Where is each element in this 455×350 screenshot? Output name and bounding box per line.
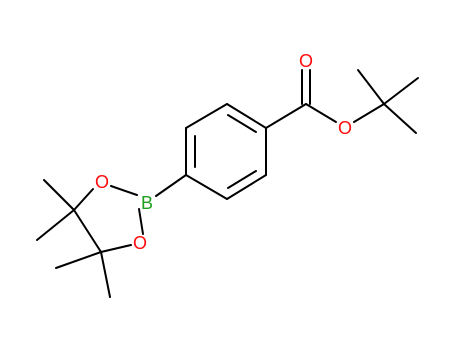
boron-label: B [141, 193, 153, 213]
bond [155, 174, 187, 197]
bond [383, 77, 419, 105]
aromatic-double-bond [227, 114, 257, 133]
benzene-ring [185, 103, 267, 200]
ring-oxygen-top-label: O [95, 172, 109, 192]
bond [73, 209, 102, 253]
tert-butyl-ester-group [265, 69, 419, 134]
bond [110, 185, 138, 196]
atom-labels: O O B O O [95, 51, 352, 253]
bond [226, 103, 267, 129]
pinacol-boronate-group [36, 174, 187, 298]
bond [100, 251, 111, 298]
bond [185, 103, 228, 129]
bond [357, 69, 385, 105]
bond [73, 188, 94, 211]
carbonyl-oxygen-label: O [299, 51, 313, 71]
bond [43, 179, 75, 211]
bond [36, 209, 75, 241]
bond [353, 103, 385, 123]
bond [305, 103, 337, 123]
bond [265, 103, 307, 129]
bond [55, 251, 102, 269]
bond [100, 244, 132, 253]
ring-oxygen-bottom-label: O [133, 233, 147, 253]
bond [226, 174, 267, 200]
aromatic-double-bond [227, 170, 257, 189]
bond [185, 174, 228, 200]
bond [383, 103, 417, 134]
bond [138, 208, 144, 235]
ester-oxygen-label: O [338, 118, 352, 138]
